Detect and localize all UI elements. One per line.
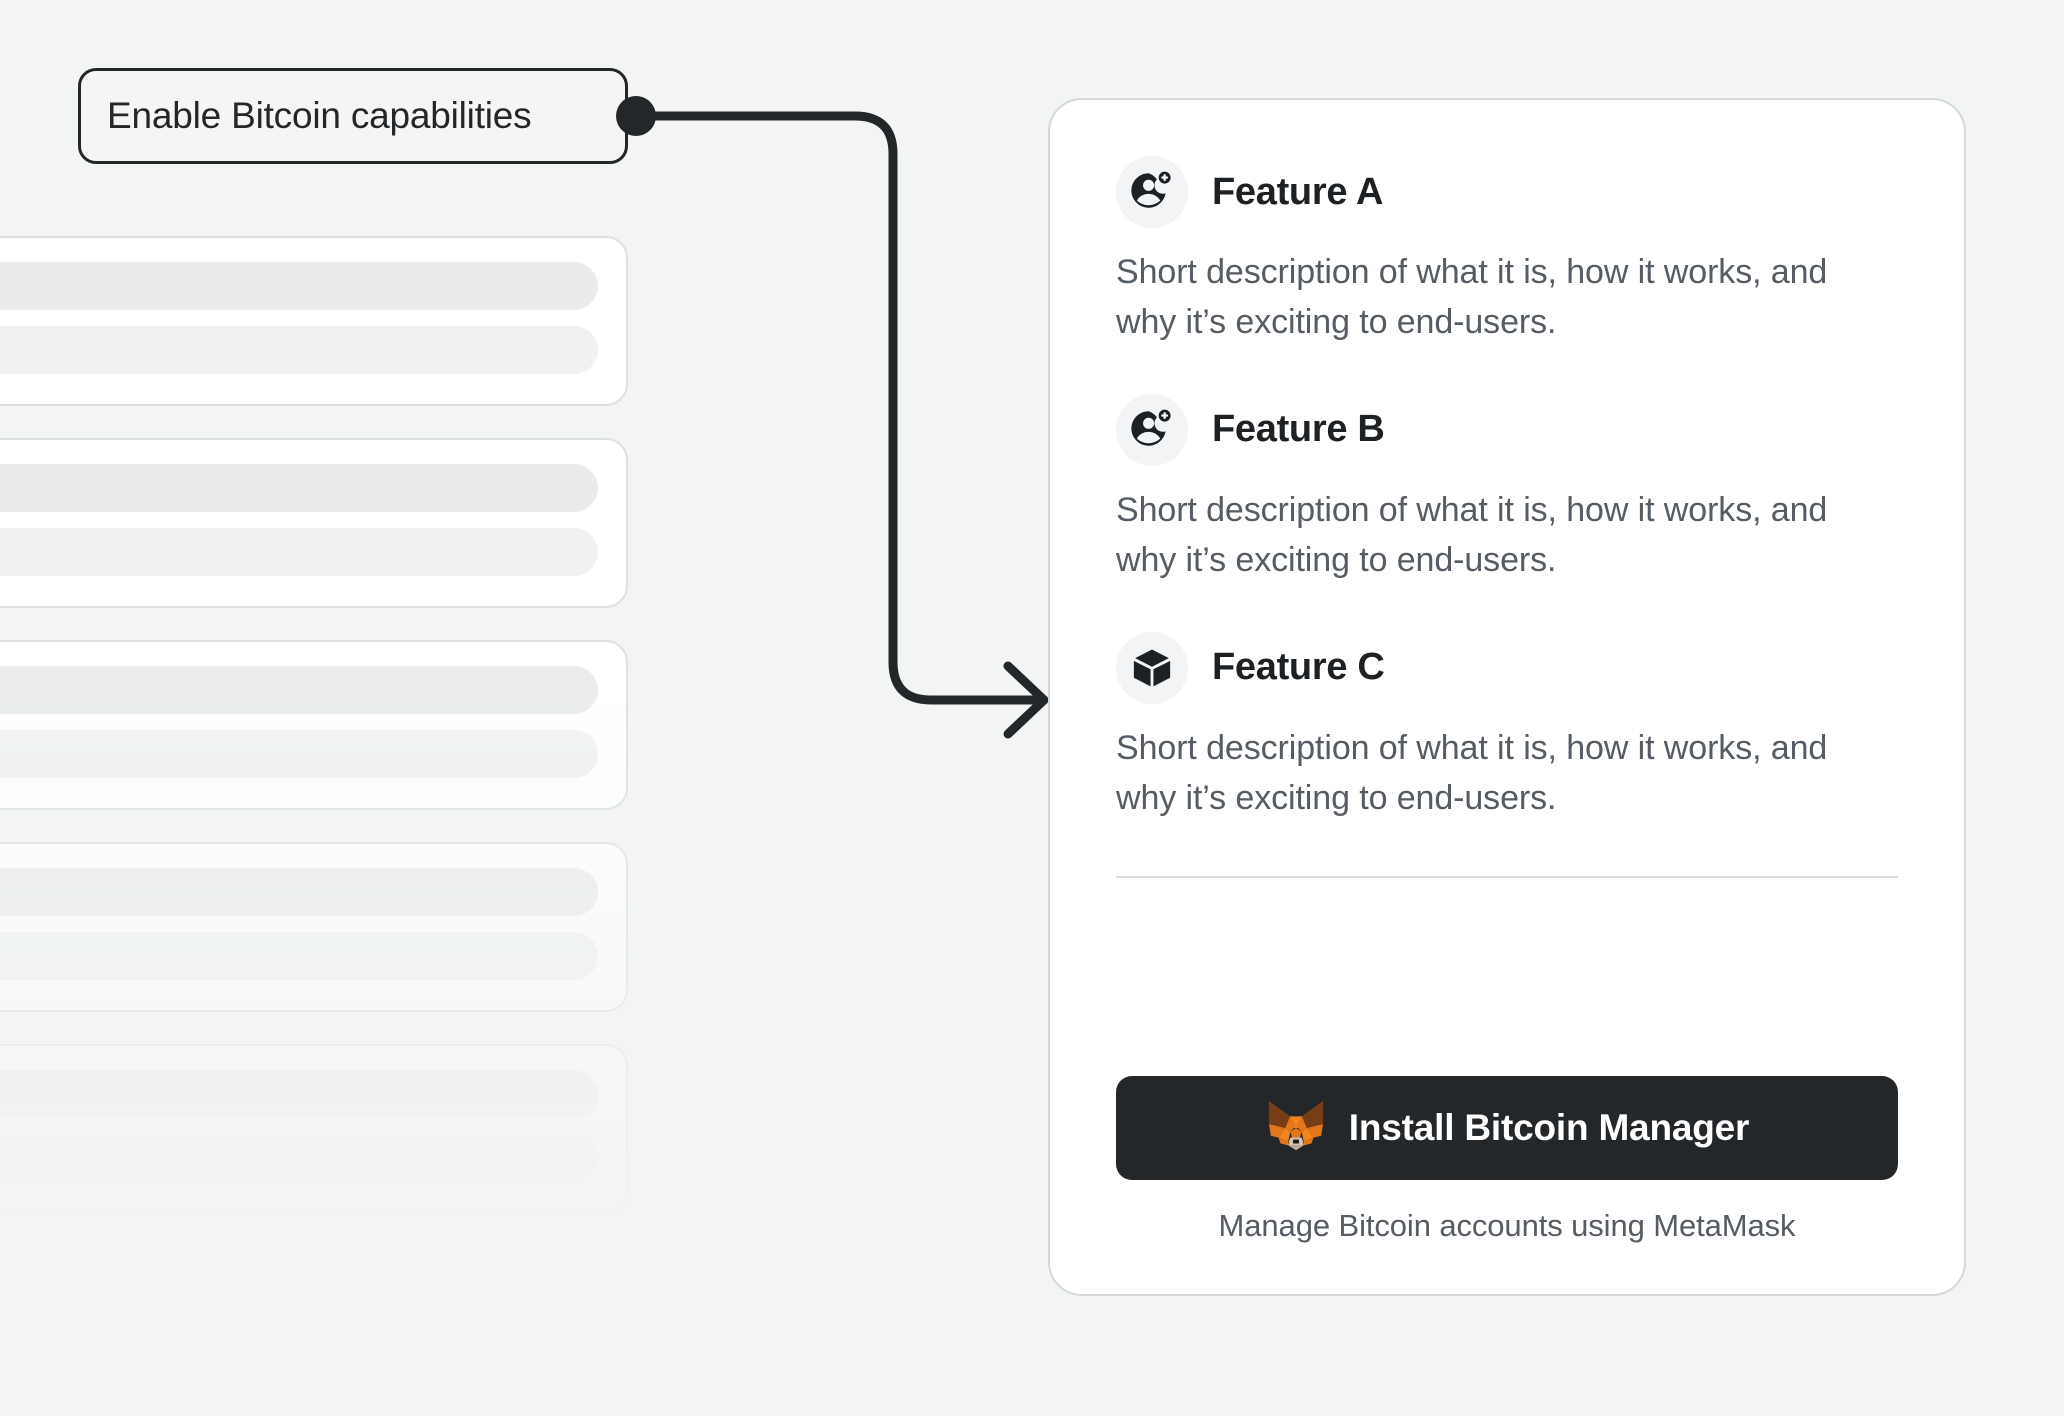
feature-title: Feature C: [1212, 646, 1385, 689]
feature-header: Feature C: [1116, 631, 1898, 704]
arrowhead-icon: [1003, 661, 1049, 739]
feature-header: Feature B: [1116, 393, 1898, 466]
user-plus-icon: [1116, 393, 1188, 466]
skeleton-bar: [0, 932, 598, 980]
feature-title: Feature B: [1212, 408, 1385, 451]
feature-item: Feature B Short description of what it i…: [1116, 393, 1898, 586]
skeleton-card-list: [0, 236, 630, 1416]
skeleton-card: [0, 640, 628, 810]
skeleton-bar: [0, 868, 598, 916]
install-bitcoin-manager-button[interactable]: Install Bitcoin Manager: [1116, 1076, 1898, 1180]
skeleton-card: [0, 236, 628, 406]
skeleton-bar: [0, 326, 598, 374]
skeleton-bar: [0, 528, 598, 576]
feature-description: Short description of what it is, how it …: [1116, 490, 1828, 579]
install-button-label: Install Bitcoin Manager: [1348, 1107, 1750, 1148]
card-divider: [1116, 875, 1898, 878]
skeleton-bar: [0, 1134, 598, 1182]
connector-path: [631, 111, 1049, 705]
skeleton-bar: [0, 666, 598, 714]
card-footer: Install Bitcoin Manager Manage Bitcoin a…: [1050, 1032, 1964, 1294]
skeleton-bar: [0, 730, 598, 778]
footer-caption: Manage Bitcoin accounts using MetaMask: [1218, 1208, 1796, 1243]
feature-list: Feature A Short description of what it i…: [1050, 100, 1964, 1032]
callout-label-text: Enable Bitcoin capabilities: [107, 95, 532, 136]
cube-icon: [1116, 631, 1188, 704]
metamask-fox-icon: [1268, 1100, 1323, 1151]
callout-label-pill: Enable Bitcoin capabilities: [78, 68, 628, 164]
user-plus-icon: [1116, 156, 1188, 228]
skeleton-card: [0, 1044, 628, 1214]
skeleton-bar: [0, 262, 598, 310]
skeleton-bar: [0, 464, 598, 512]
feature-item: Feature C Short description of what it i…: [1116, 631, 1898, 824]
feature-description: Short description of what it is, how it …: [1116, 728, 1828, 817]
feature-description: Short description of what it is, how it …: [1116, 253, 1828, 341]
skeleton-card: [0, 438, 628, 608]
skeleton-card: [0, 842, 628, 1012]
feature-card: Feature A Short description of what it i…: [1048, 98, 1966, 1296]
feature-item: Feature A Short description of what it i…: [1116, 156, 1898, 348]
feature-header: Feature A: [1116, 156, 1898, 228]
feature-title: Feature A: [1212, 170, 1384, 213]
skeleton-bar: [0, 1070, 598, 1118]
